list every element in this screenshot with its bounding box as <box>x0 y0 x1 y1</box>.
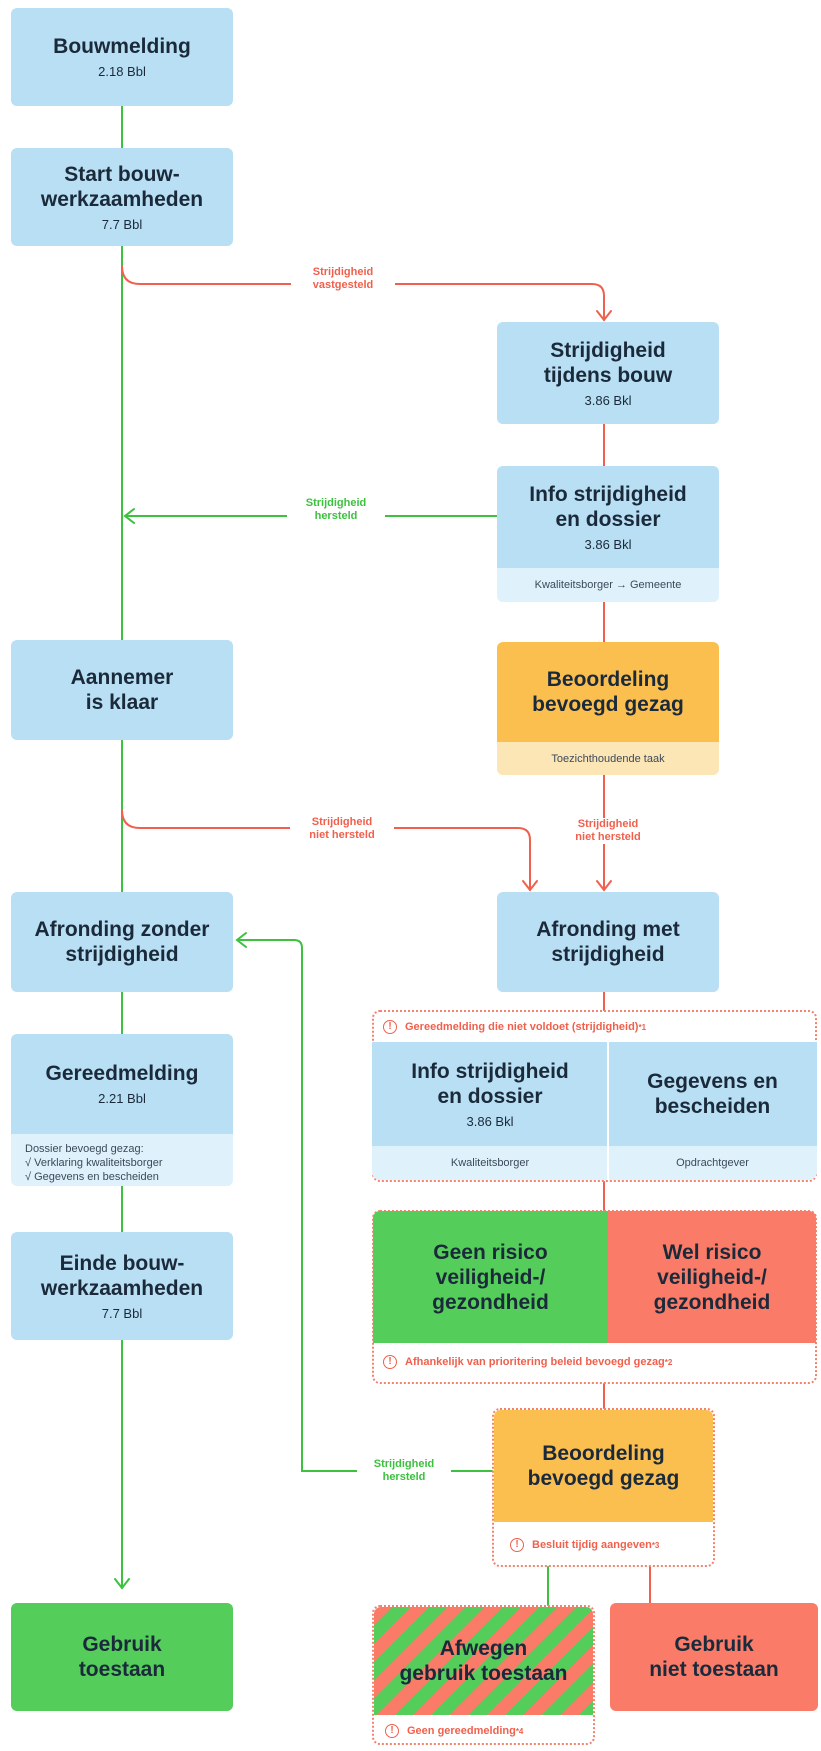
label-strijdigheid-niet-hersteld-1: Strijdigheid niet hersteld <box>290 816 394 842</box>
node-beoordeling-bevoegd-gezag-1: Beoordeling bevoegd gezag <box>497 642 719 742</box>
node-gereedmelding: Gereedmelding 2.21 Bbl <box>11 1034 233 1134</box>
node-reference: 2.18 Bbl <box>98 64 146 79</box>
node-reference: 2.21 Bbl <box>98 1091 146 1106</box>
arrowhead-hersteld-1 <box>123 508 135 524</box>
node-title: Bouwmelding <box>53 35 191 58</box>
node-title: Gegevens en bescheiden <box>647 1070 778 1118</box>
node-afronding-met: Afronding met strijdigheid <box>497 892 719 992</box>
node-title: Info strijdigheid en dossier <box>411 1059 569 1108</box>
note-opdrachtgever: Opdrachtgever <box>608 1146 817 1180</box>
node-wel-risico: Wel risico veiligheid-/ gezondheid <box>608 1211 816 1343</box>
arrowhead-gebruik <box>114 1578 130 1590</box>
alert-icon: ! <box>383 1020 397 1034</box>
node-reference: 7.7 Bbl <box>101 216 143 232</box>
group-beoordeling-2 <box>492 1408 715 1567</box>
node-beoordeling-bevoegd-gezag-2: Beoordeling bevoegd gezag <box>494 1410 713 1522</box>
node-strijdigheid-tijdens-bouw: Strijdigheid tijdens bouw 3.86 Bkl <box>497 322 719 424</box>
node-info-strijdigheid-2: Info strijdigheid en dossier 3.86 Bkl <box>372 1042 608 1146</box>
alert-icon: ! <box>385 1724 399 1738</box>
node-title: Wel risico veiligheid-/ gezondheid <box>653 1240 771 1314</box>
node-info-strijdigheid-1: Info strijdigheid en dossier 3.86 Bkl <box>497 466 719 568</box>
node-afronding-zonder: Afronding zonder strijdigheid <box>11 892 233 992</box>
node-start-bouwwerkzaamheden: Start bouw- werkzaamheden 7.7 Bbl <box>11 148 233 246</box>
node-title: Info strijdigheid en dossier <box>529 482 687 531</box>
node-title: Einde bouw- werkzaamheden <box>40 1251 204 1300</box>
footnote-mark: *1 <box>638 1022 647 1032</box>
node-title: Gebruik niet toestaan <box>649 1633 779 1681</box>
node-reference: 3.86 Bkl <box>584 392 632 408</box>
alert-icon: ! <box>510 1538 524 1552</box>
warning-prioritering: ! Afhankelijk van prioritering beleid be… <box>383 1353 672 1371</box>
node-title: Afronding met strijdigheid <box>536 918 680 966</box>
warning-gereedmelding: ! Gereedmelding die niet voldoet (strijd… <box>383 1018 646 1036</box>
note-item: √ Verklaring kwaliteitsborger <box>25 1157 163 1169</box>
node-gebruik-niet-toestaan: Gebruik niet toestaan <box>610 1603 818 1711</box>
warning-besluit: ! Besluit tijdig aangeven*3 <box>510 1536 659 1554</box>
group-afwegen <box>372 1605 595 1745</box>
warning-text: Besluit tijdig aangeven <box>532 1539 652 1551</box>
note-kwaliteitsborger-gemeente: Kwaliteitsborger → Gemeente <box>497 568 719 602</box>
line-niet-hersteld-1 <box>121 809 531 891</box>
warning-geen-gereedmelding: ! Geen gereedmelding*4 <box>385 1722 523 1740</box>
arrowhead-afr-met <box>596 880 612 892</box>
node-reference: 7.7 Bbl <box>101 1305 143 1321</box>
footnote-mark: *2 <box>664 1357 673 1367</box>
line-hersteld-2 <box>237 939 493 1472</box>
node-title: Strijdigheid tijdens bouw <box>543 338 673 387</box>
arrowhead-strijd-bouw <box>596 310 612 322</box>
node-gebruik-toestaan: Gebruik toestaan <box>11 1603 233 1711</box>
note-heading: Dossier bevoegd gezag: <box>25 1143 144 1155</box>
node-gegevens-bescheiden: Gegevens en bescheiden <box>608 1042 817 1146</box>
node-title: Gereedmelding <box>45 1062 199 1085</box>
alert-icon: ! <box>383 1355 397 1369</box>
label-strijdigheid-hersteld-1: Strijdigheid hersteld <box>287 497 385 523</box>
note-item: √ Gegevens en bescheiden <box>25 1171 159 1183</box>
node-title: Aannemer is klaar <box>70 666 174 714</box>
node-aannemer-klaar: Aannemer is klaar <box>11 640 233 740</box>
group1-divider <box>607 1042 609 1180</box>
label-strijdigheid-vastgesteld: Strijdigheid vastgesteld <box>291 266 395 292</box>
node-title: Beoordeling bevoegd gezag <box>527 1442 680 1490</box>
node-title: Geen risico veiligheid-/ gezondheid <box>432 1240 549 1314</box>
warning-text: Geen gereedmelding <box>407 1725 516 1737</box>
label-strijdigheid-hersteld-2: Strijdigheid hersteld <box>357 1458 451 1484</box>
node-einde-bouwwerkzaamheden: Einde bouw- werkzaamheden 7.7 Bbl <box>11 1232 233 1340</box>
warning-text: Afhankelijk van prioritering beleid bevo… <box>405 1356 665 1368</box>
footnote-mark: *3 <box>651 1540 660 1550</box>
label-strijdigheid-niet-hersteld-2: Strijdigheid niet hersteld <box>557 818 659 844</box>
note-toezichthoudende-taak: Toezichthoudende taak <box>497 742 719 775</box>
note-kwaliteitsborger: Kwaliteitsborger <box>372 1146 608 1180</box>
node-title: Afronding zonder strijdigheid <box>34 918 210 966</box>
node-title: Start bouw- werkzaamheden <box>40 162 204 211</box>
node-title: Beoordeling bevoegd gezag <box>532 668 684 716</box>
footnote-mark: *4 <box>515 1726 524 1736</box>
line-vastgesteld <box>121 265 605 321</box>
arrowhead-hersteld-2 <box>235 932 247 948</box>
node-reference: 3.86 Bkl <box>466 1113 514 1129</box>
node-bouwmelding: Bouwmelding 2.18 Bbl <box>11 8 233 106</box>
arrowhead-niet-hersteld-1 <box>522 880 538 892</box>
node-geen-risico: Geen risico veiligheid-/ gezondheid <box>373 1211 608 1343</box>
note-dossier-bevoegd-gezag: Dossier bevoegd gezag: √ Verklaring kwal… <box>11 1134 233 1186</box>
node-reference: 3.86 Bkl <box>584 536 632 552</box>
node-title: Afwegen gebruik toestaan <box>399 1637 568 1685</box>
warning-text: Gereedmelding die niet voldoet (strijdig… <box>405 1021 639 1033</box>
node-title: Gebruik toestaan <box>78 1633 166 1681</box>
node-afwegen-gebruik-toestaan: Afwegen gebruik toestaan <box>374 1607 593 1715</box>
